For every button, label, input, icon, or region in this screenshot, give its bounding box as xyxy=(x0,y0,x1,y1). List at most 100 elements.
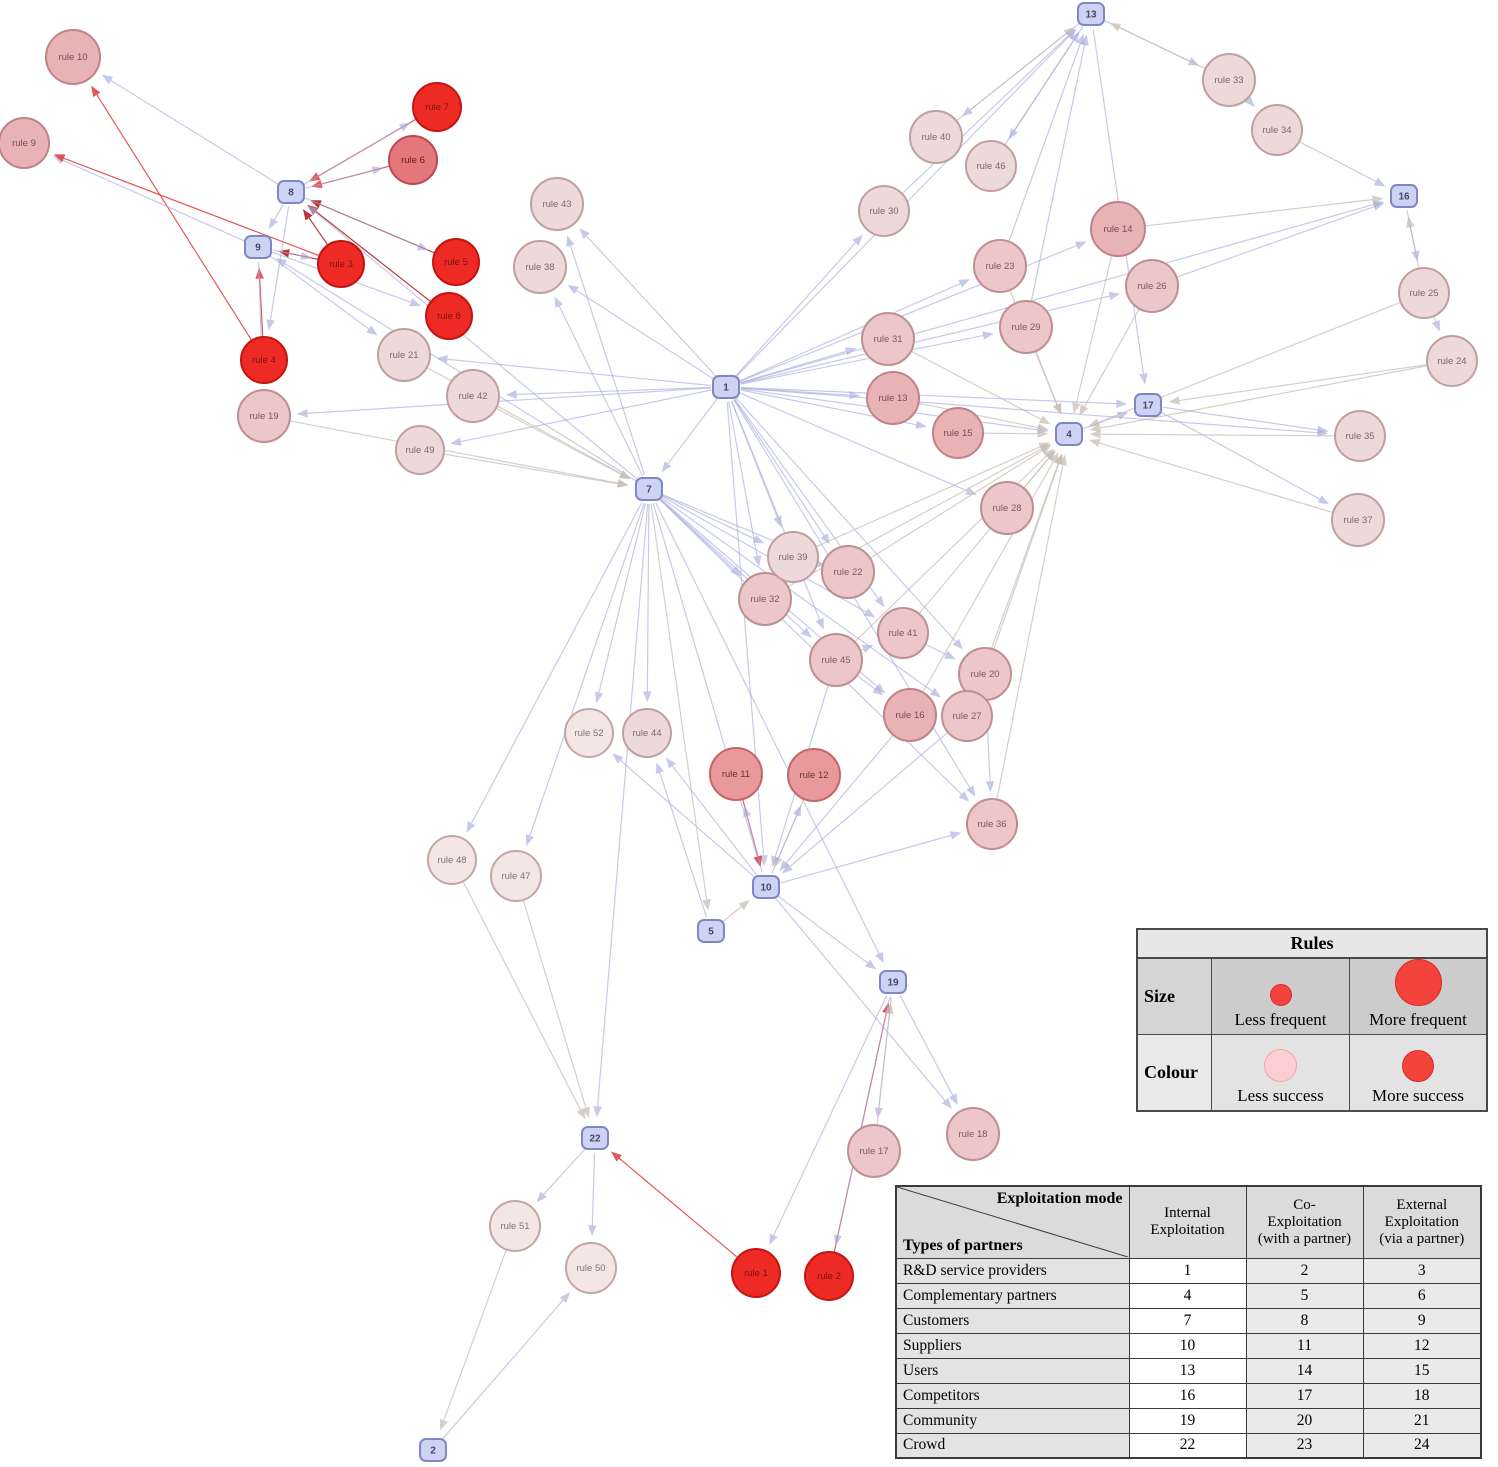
graph-node-r26[interactable]: rule 26 xyxy=(1125,259,1179,313)
graph-node-s22[interactable]: 22 xyxy=(581,1126,609,1150)
node-label: rule 15 xyxy=(943,428,972,439)
graph-node-s2[interactable]: 2 xyxy=(419,1438,447,1462)
graph-node-s4[interactable]: 4 xyxy=(1055,422,1083,446)
graph-node-r32[interactable]: rule 32 xyxy=(738,572,792,626)
graph-node-r40[interactable]: rule 40 xyxy=(909,110,963,164)
graph-node-r46[interactable]: rule 46 xyxy=(965,140,1017,192)
graph-node-r11[interactable]: rule 11 xyxy=(709,747,763,801)
node-label: rule 29 xyxy=(1011,322,1040,333)
partner-type-cell: Competitors xyxy=(895,1382,1130,1409)
graph-node-r29[interactable]: rule 29 xyxy=(999,300,1053,354)
graph-node-r24[interactable]: rule 24 xyxy=(1426,335,1478,387)
graph-node-r10[interactable]: rule 10 xyxy=(45,29,101,85)
graph-node-s16[interactable]: 16 xyxy=(1390,184,1418,208)
graph-node-r17[interactable]: rule 17 xyxy=(847,1124,901,1178)
graph-node-r33[interactable]: rule 33 xyxy=(1202,53,1256,107)
graph-node-r3[interactable]: rule 3 xyxy=(317,240,365,288)
mode-number-cell: 16 xyxy=(1128,1382,1247,1409)
graph-node-s5[interactable]: 5 xyxy=(697,919,725,943)
graph-node-r27[interactable]: rule 27 xyxy=(941,690,993,742)
graph-node-r16[interactable]: rule 16 xyxy=(883,688,937,742)
graph-node-r7[interactable]: rule 7 xyxy=(412,82,462,132)
graph-edge xyxy=(269,255,378,336)
graph-edge xyxy=(1072,256,1113,414)
mode-number-cell: 11 xyxy=(1245,1332,1364,1359)
graph-node-r31[interactable]: rule 31 xyxy=(861,312,915,366)
graph-edge xyxy=(739,392,977,496)
graph-node-r19[interactable]: rule 19 xyxy=(237,389,291,443)
graph-node-r34[interactable]: rule 34 xyxy=(1251,104,1303,156)
graph-node-s9[interactable]: 9 xyxy=(244,235,272,259)
graph-edge xyxy=(740,387,1128,408)
graph-edge xyxy=(536,1148,586,1203)
graph-node-s8[interactable]: 8 xyxy=(277,180,305,204)
legend-size-row: Size Less frequent More frequent xyxy=(1138,958,1486,1034)
mode-number-cell: 19 xyxy=(1128,1407,1247,1434)
graph-node-r15[interactable]: rule 15 xyxy=(932,407,984,459)
graph-node-r28[interactable]: rule 28 xyxy=(980,481,1034,535)
graph-node-r41[interactable]: rule 41 xyxy=(877,607,929,659)
graph-node-r43[interactable]: rule 43 xyxy=(530,177,584,231)
graph-node-r9[interactable]: rule 9 xyxy=(0,117,50,169)
graph-node-r6[interactable]: rule 6 xyxy=(388,135,438,185)
graph-node-r52[interactable]: rule 52 xyxy=(564,708,614,758)
graph-node-r45[interactable]: rule 45 xyxy=(809,633,863,687)
graph-node-r37[interactable]: rule 37 xyxy=(1331,493,1385,547)
graph-node-s1[interactable]: 1 xyxy=(712,375,740,399)
graph-node-r18[interactable]: rule 18 xyxy=(946,1107,1000,1161)
graph-node-r25[interactable]: rule 25 xyxy=(1398,267,1450,319)
legend-less-frequent-cell: Less frequent xyxy=(1212,958,1349,1034)
graph-node-s13[interactable]: 13 xyxy=(1077,2,1105,26)
graph-node-r4[interactable]: rule 4 xyxy=(240,336,288,384)
graph-node-r23[interactable]: rule 23 xyxy=(973,239,1027,293)
graph-node-r35[interactable]: rule 35 xyxy=(1334,410,1386,462)
graph-node-r49[interactable]: rule 49 xyxy=(395,425,445,475)
graph-node-r12[interactable]: rule 12 xyxy=(787,748,841,802)
graph-node-r2[interactable]: rule 2 xyxy=(804,1251,854,1301)
graph-node-r5[interactable]: rule 5 xyxy=(432,238,480,286)
graph-edge xyxy=(731,400,824,630)
partner-type-cell: Community xyxy=(895,1407,1130,1434)
node-label: rule 30 xyxy=(869,206,898,217)
graph-edge xyxy=(466,501,643,833)
node-label: rule 32 xyxy=(750,594,779,605)
node-label: rule 39 xyxy=(778,552,807,563)
graph-node-r44[interactable]: rule 44 xyxy=(622,708,672,758)
graph-node-r14[interactable]: rule 14 xyxy=(1090,201,1146,257)
graph-node-r36[interactable]: rule 36 xyxy=(966,798,1018,850)
graph-node-r38[interactable]: rule 38 xyxy=(513,240,567,294)
graph-node-r13[interactable]: rule 13 xyxy=(866,371,920,425)
node-label: 1 xyxy=(723,383,729,394)
graph-node-r1[interactable]: rule 1 xyxy=(731,1248,781,1298)
graph-edge xyxy=(612,753,756,878)
graph-node-s17[interactable]: 17 xyxy=(1134,393,1162,417)
graph-node-s7[interactable]: 7 xyxy=(635,477,663,501)
graph-node-r47[interactable]: rule 47 xyxy=(490,850,542,902)
node-label: rule 47 xyxy=(501,871,530,882)
graph-node-r39[interactable]: rule 39 xyxy=(767,531,819,583)
graph-node-r21[interactable]: rule 21 xyxy=(377,328,431,382)
mode-number-cell: 21 xyxy=(1362,1407,1482,1434)
graph-node-r30[interactable]: rule 30 xyxy=(858,185,910,237)
graph-edge xyxy=(302,209,328,245)
graph-node-s19[interactable]: 19 xyxy=(879,970,907,994)
graph-edge xyxy=(902,28,1076,194)
mode-number-cell: 14 xyxy=(1245,1357,1364,1384)
graph-node-r22[interactable]: rule 22 xyxy=(821,545,875,599)
graph-node-r8[interactable]: rule 8 xyxy=(425,292,473,340)
graph-node-r50[interactable]: rule 50 xyxy=(565,1242,617,1294)
graph-node-s10[interactable]: 10 xyxy=(752,875,780,899)
graph-node-r51[interactable]: rule 51 xyxy=(489,1200,541,1252)
node-label: 7 xyxy=(646,485,652,496)
graph-edge xyxy=(816,442,1050,547)
graph-node-r42[interactable]: rule 42 xyxy=(446,369,500,423)
node-label: rule 42 xyxy=(458,391,487,402)
graph-edge xyxy=(740,200,1384,384)
graph-edge xyxy=(655,762,707,917)
graph-node-r48[interactable]: rule 48 xyxy=(427,835,477,885)
node-label: rule 20 xyxy=(970,669,999,680)
graph-node-r20[interactable]: rule 20 xyxy=(958,647,1012,701)
